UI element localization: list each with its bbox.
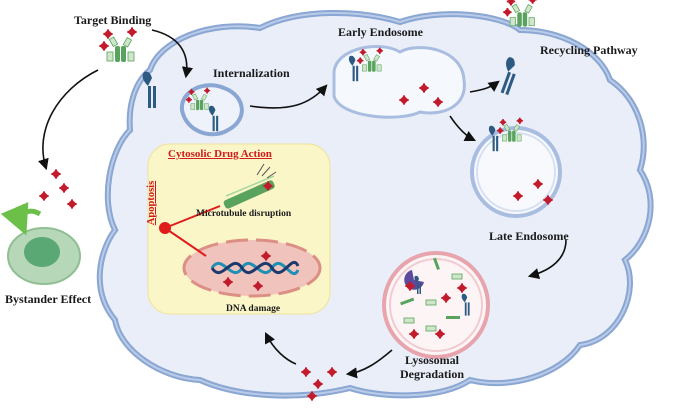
label-recycling-pathway: Recycling Pathway	[540, 43, 638, 57]
dna-icon	[210, 251, 300, 291]
label-cytosolic-drug-action: Cytosolic Drug Action	[168, 148, 272, 160]
label-late-endosome: Late Endosome	[489, 229, 569, 243]
label-dna-damage: DNA damage	[226, 304, 281, 314]
apoptosis-connector	[159, 205, 221, 257]
nucleus	[182, 238, 322, 298]
label-early-endosome: Early Endosome	[338, 25, 424, 39]
bystander-green-arrow	[0, 202, 42, 236]
label-internalization: Internalization	[213, 66, 290, 80]
label-bystander-effect: Bystander Effect	[5, 292, 92, 306]
label-degradation: Degradation	[400, 367, 464, 381]
early-endosome	[332, 44, 466, 119]
microtubule-icon	[223, 163, 277, 209]
label-lysosomal: Lysosomal	[404, 353, 459, 367]
label-apoptosis: Apoptosis	[146, 180, 157, 226]
adc-target-binding	[99, 27, 137, 62]
label-microtubule-disruption: Microtubule disruption	[196, 209, 292, 219]
label-target-binding: Target Binding	[74, 13, 152, 27]
pathway-arrows	[37, 29, 567, 379]
